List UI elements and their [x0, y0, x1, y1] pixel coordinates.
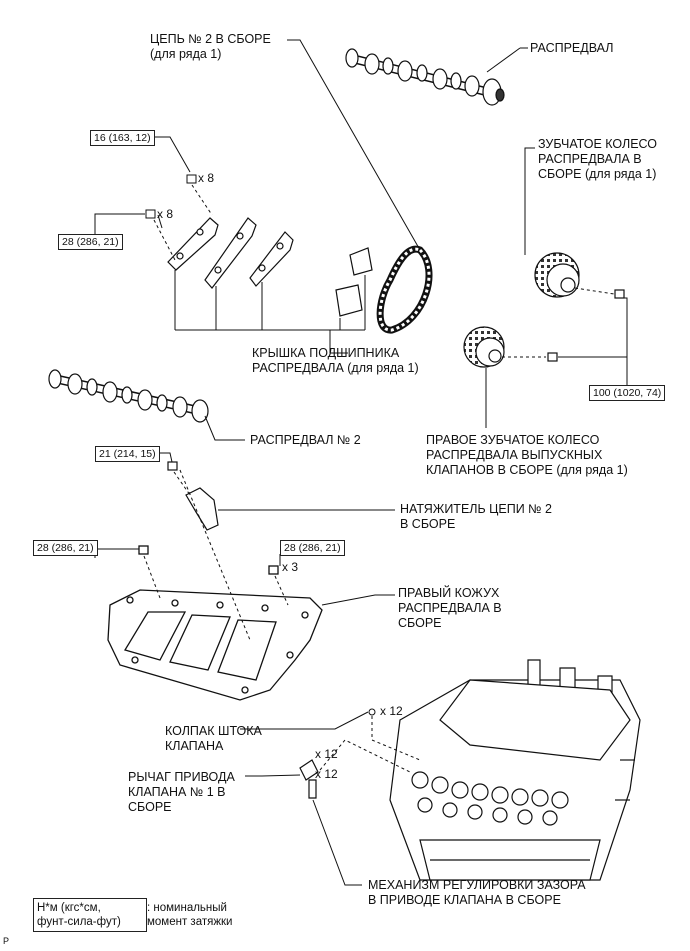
quantity-label: x 12: [315, 747, 338, 761]
camshaft-2-part: [48, 369, 209, 423]
exhaust-gear-label: ПРАВОЕ ЗУБЧАТОЕ КОЛЕСО РАСПРЕДВАЛА ВЫПУС…: [426, 433, 628, 477]
figure-code: P: [3, 936, 10, 946]
bolt-icons-top: [145, 174, 197, 229]
lash-adjuster-label: МЕХАНИЗМ РЕГУЛИРОВКИ ЗАЗОРА В ПРИВОДЕ КЛ…: [368, 878, 586, 907]
chain-label: ЦЕПЬ № 2 В СБОРЕ (для ряда 1): [150, 32, 271, 61]
torque-box: 16 (163, 12): [90, 130, 155, 146]
rocker-arm-label: РЫЧАГ ПРИВОДА КЛАПАНА № 1 В СБОРЕ: [128, 770, 235, 814]
tensioner-part: [167, 461, 219, 531]
quantity-label: x 12: [380, 704, 403, 718]
valve-cap-part: [368, 708, 376, 716]
quantity-label: x 8: [198, 171, 215, 185]
camshaft-gear-part: [534, 252, 625, 299]
torque-box: 28 (286, 21): [58, 234, 123, 250]
rocker-arm-part: [299, 759, 319, 799]
torque-box: 28 (286, 21): [280, 540, 345, 556]
engine-block-part: [389, 659, 641, 881]
timing-chain: [376, 245, 433, 334]
torque-box: 28 (286, 21): [33, 540, 98, 556]
bearing-caps: [167, 217, 373, 317]
tensioner-label: НАТЯЖИТЕЛЬ ЦЕПИ № 2 В СБОРЕ: [400, 502, 553, 531]
legend-unit-box: Н*м (кгс*см, фунт-сила-фут): [33, 898, 147, 932]
bearing-cap-label: КРЫШКА ПОДШИПНИКА РАСПРЕДВАЛА (для ряда …: [252, 346, 419, 375]
valve-cap-label: КОЛПАК ШТОКА КЛАПАНА: [165, 724, 262, 753]
quantity-label: x 12: [315, 767, 338, 781]
legend-description: : номинальный момент затяжки: [147, 902, 233, 928]
camshaft-gear-label: ЗУБЧАТОЕ КОЛЕСО РАСПРЕДВАЛА В СБОРЕ (для…: [538, 137, 658, 181]
quantity-label: x 3: [282, 560, 299, 574]
exhaust-gear-part: [463, 326, 558, 368]
torque-box: 100 (1020, 74): [589, 385, 666, 401]
quantity-label: x 8: [157, 207, 174, 221]
camshaft-2-label: РАСПРЕДВАЛ № 2: [250, 433, 361, 447]
camshaft-part: [345, 48, 505, 106]
camshaft-label: РАСПРЕДВАЛ: [530, 41, 614, 55]
housing-label: ПРАВЫЙ КОЖУХ РАСПРЕДВАЛА В СБОРЕ: [398, 586, 502, 630]
torque-box: 21 (214, 15): [95, 446, 160, 462]
camshaft-housing-part: [107, 545, 323, 701]
